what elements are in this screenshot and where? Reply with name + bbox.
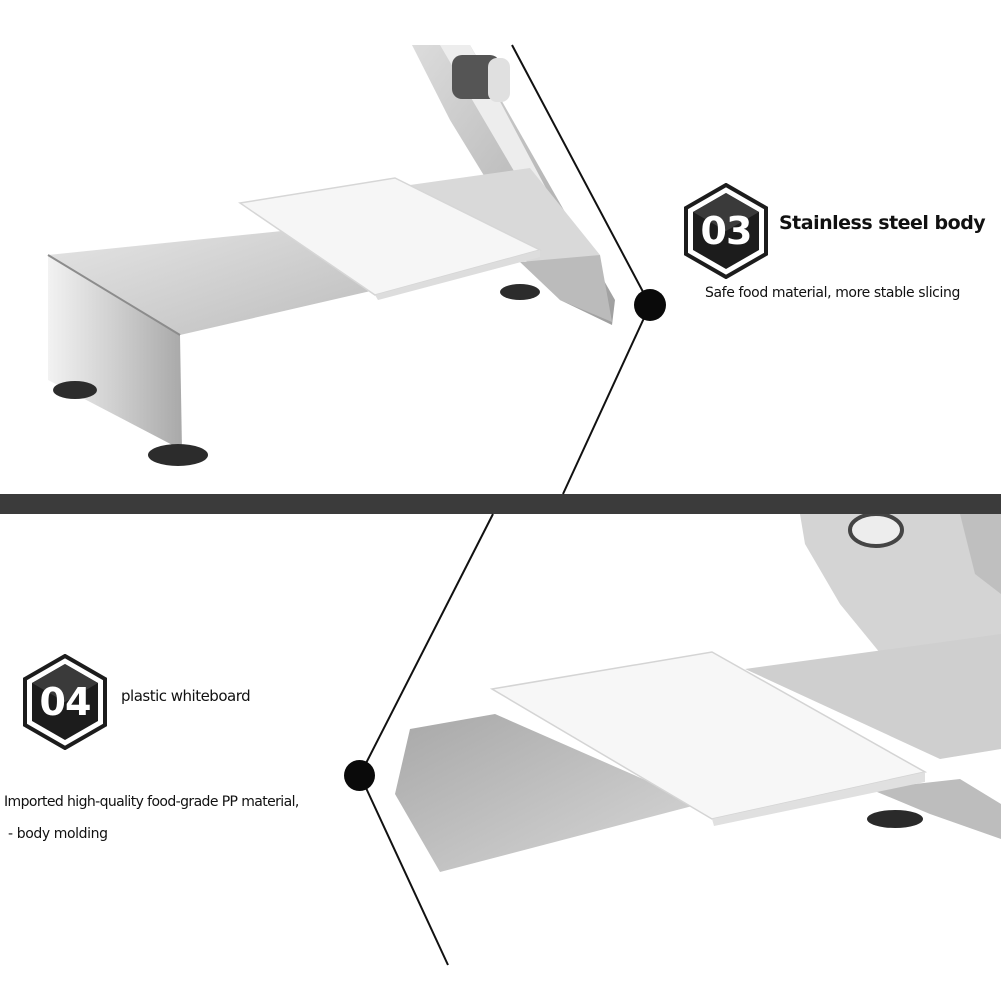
stainless-steel-body-illustration [47,45,615,466]
badge-number: 04 [39,680,92,724]
feature-title: plastic whiteboard [121,687,251,705]
badge-number: 03 [700,209,753,253]
feature-title: Stainless steel body [779,212,986,234]
feature-description-line2: - body molding [8,826,108,842]
hexagon-icon [23,654,107,750]
callout-dot [634,289,666,321]
badge-03: 03 [683,183,769,279]
callout-dot [344,760,375,791]
hexagon-icon [684,183,768,279]
plastic-whiteboard-illustration [395,514,1001,872]
feature-description-line1: Imported high-quality food-grade PP mate… [4,794,299,810]
badge-04: 04 [22,654,108,750]
section-divider [0,494,1001,514]
feature-description: Safe food material, more stable slicing [705,285,960,301]
